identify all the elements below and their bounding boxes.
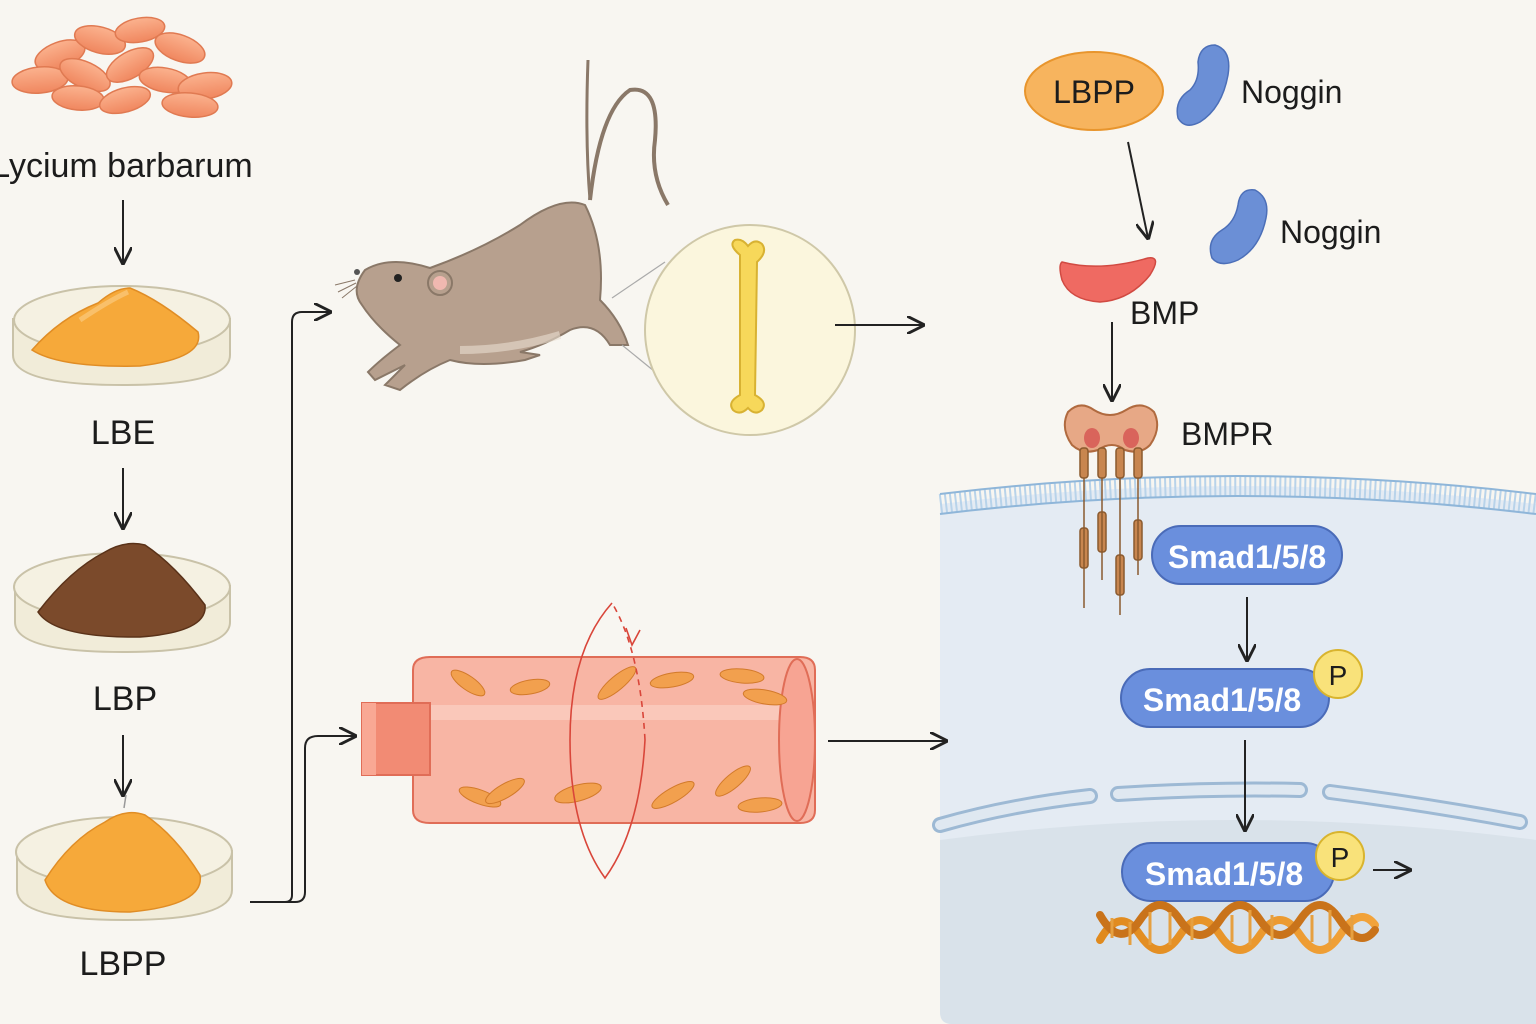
arrow-to-bmp xyxy=(1127,141,1148,238)
scaffold-tube xyxy=(361,602,816,880)
lbpp-dish xyxy=(15,794,233,922)
phospho-label-1: P xyxy=(1329,660,1348,691)
bone-magnifier xyxy=(644,224,856,436)
phospho-badge-1 xyxy=(1313,649,1363,699)
rat-illustration xyxy=(334,59,670,392)
noggin-label-1: Noggin xyxy=(1241,74,1342,110)
lbp-dish xyxy=(13,542,231,654)
dna-helix-illustration xyxy=(1096,901,1379,954)
smad-label-1: Smad1/5/8 xyxy=(1168,539,1326,575)
free-noggin-shape xyxy=(1209,189,1268,265)
goji-berries-illustration xyxy=(11,16,233,118)
phospho-badge-2 xyxy=(1315,831,1365,881)
lbp-label: LBP xyxy=(93,680,157,718)
source-label: Lycium barbarum xyxy=(0,147,253,185)
arrow-to-rat xyxy=(250,312,330,903)
bmpr-label: BMPR xyxy=(1181,416,1273,452)
smad-label-3: Smad1/5/8 xyxy=(1145,856,1303,892)
smad-pill-1 xyxy=(1151,525,1343,585)
noggin-label-2: Noggin xyxy=(1280,214,1381,250)
lbpp-noggin-complex xyxy=(1024,44,1230,131)
lbe-dish xyxy=(12,285,231,387)
smad-label-2: Smad1/5/8 xyxy=(1143,682,1301,718)
arrow-to-scaffold xyxy=(250,736,355,903)
lbpp-oval-label: LBPP xyxy=(1053,74,1135,110)
phospho-label-2: P xyxy=(1331,842,1350,873)
smad-pill-2 xyxy=(1120,668,1330,728)
bmp-shape xyxy=(1059,257,1157,303)
bmpr-receptor xyxy=(1063,404,1159,615)
lbpp-label: LBPP xyxy=(80,945,167,983)
lbe-label: LBE xyxy=(91,414,155,452)
bmp-label: BMP xyxy=(1130,295,1199,331)
